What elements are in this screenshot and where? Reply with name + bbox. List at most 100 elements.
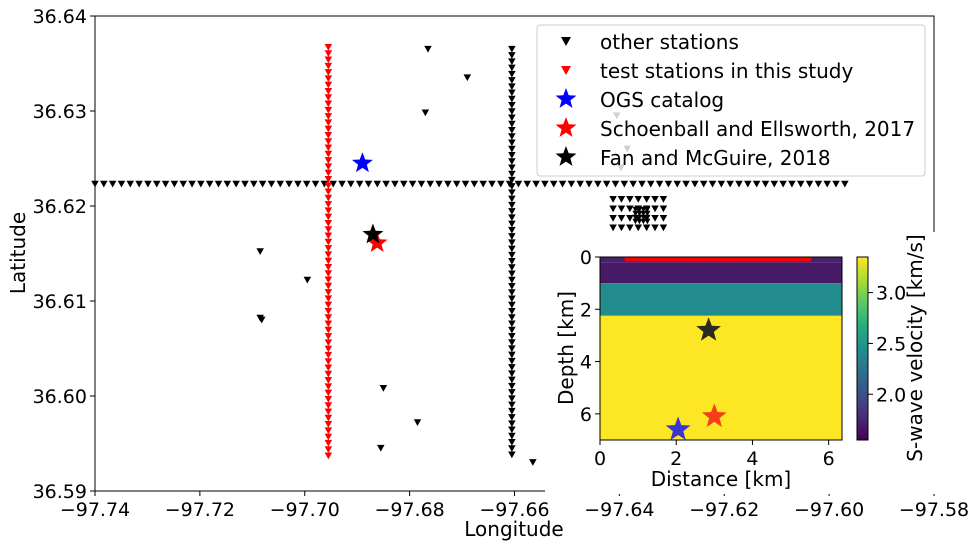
station-marker	[241, 180, 249, 188]
series-1-markers	[324, 43, 333, 460]
legend-marker-fan-mcguire	[555, 146, 577, 166]
station-marker	[609, 195, 617, 203]
station-marker	[529, 459, 537, 466]
station-marker	[488, 180, 496, 188]
x-tick-label: −97.72	[165, 499, 235, 521]
station-marker	[508, 289, 516, 297]
velocity-layer-3	[600, 315, 842, 440]
station-cluster-marker	[636, 218, 643, 225]
inset-station-marker	[806, 257, 813, 263]
station-marker	[508, 301, 516, 309]
x-tick-label: −97.60	[794, 499, 864, 521]
y-axis-label: Latitude	[6, 212, 30, 294]
velocity-layer-1	[600, 262, 842, 284]
legend-label-test-stations: test stations in this study	[600, 59, 853, 83]
station-marker	[508, 251, 516, 259]
station-cluster-marker	[640, 214, 647, 221]
station-marker	[626, 195, 634, 203]
station-marker	[585, 180, 593, 188]
station-marker	[576, 180, 584, 188]
station-marker	[814, 180, 823, 188]
station-marker	[691, 180, 699, 188]
station-marker	[100, 180, 108, 188]
inset-x-tick-label: 4	[746, 448, 758, 470]
station-cluster-marker	[640, 210, 647, 217]
station-marker	[508, 239, 516, 247]
station-marker	[508, 189, 516, 197]
station-marker	[508, 58, 516, 66]
station-marker	[324, 295, 333, 303]
station-marker	[276, 180, 285, 188]
station-marker	[324, 238, 333, 246]
station-marker	[205, 180, 214, 188]
legend-marker-test-stations	[561, 66, 571, 75]
station-marker	[832, 180, 840, 188]
station-marker	[324, 389, 333, 397]
station-marker	[302, 180, 311, 188]
x-tick-label: −97.70	[270, 499, 340, 521]
station-marker	[324, 351, 333, 359]
inset-layers	[600, 257, 842, 440]
station-marker	[324, 207, 333, 215]
station-marker	[797, 180, 805, 188]
inset-x-tick-label: 0	[594, 448, 606, 470]
x-tick-label: −97.64	[584, 499, 654, 521]
colorbar-tick-label: 2.5	[876, 333, 906, 355]
station-marker	[655, 180, 664, 188]
station-marker	[479, 180, 487, 188]
station-marker	[508, 64, 516, 72]
station-marker	[508, 270, 516, 278]
station-marker	[508, 201, 516, 209]
station-marker	[823, 180, 831, 188]
station-cluster-marker	[632, 206, 639, 213]
station-marker	[508, 339, 516, 346]
station-cluster-marker	[636, 214, 643, 221]
station-marker	[223, 180, 232, 188]
station-marker	[508, 233, 516, 240]
y-tick-label: 36.59	[33, 481, 87, 503]
station-marker	[258, 180, 267, 188]
station-marker	[324, 433, 333, 441]
station-marker	[651, 224, 659, 232]
station-marker	[324, 125, 333, 133]
station-marker	[508, 407, 516, 415]
station-marker	[508, 395, 516, 403]
station-cluster-marker	[632, 210, 639, 217]
station-marker	[324, 320, 333, 328]
station-marker	[324, 314, 333, 321]
station-marker	[779, 180, 787, 188]
station-marker	[324, 301, 333, 309]
station-marker	[324, 213, 333, 221]
station-marker	[673, 180, 681, 188]
station-marker	[324, 307, 333, 315]
station-marker	[699, 180, 708, 188]
legend-entry-schoenball: Schoenball and Ellsworth, 2017	[555, 117, 915, 141]
station-marker	[324, 245, 333, 252]
station-marker	[508, 420, 516, 428]
station-marker	[461, 180, 470, 188]
station-marker	[508, 89, 516, 97]
station-marker	[508, 258, 516, 265]
station-marker	[324, 408, 333, 416]
station-marker	[324, 383, 333, 391]
station-marker	[324, 439, 333, 447]
inset-x-tick-label: 6	[823, 448, 835, 470]
station-cluster-marker	[644, 210, 651, 217]
station-marker	[324, 175, 333, 183]
station-marker	[324, 157, 333, 164]
station-marker	[611, 180, 620, 188]
station-marker	[324, 270, 333, 277]
legend-label-schoenball: Schoenball and Ellsworth, 2017	[600, 117, 915, 141]
station-marker	[324, 119, 333, 127]
station-marker	[364, 180, 373, 188]
station-marker	[324, 144, 333, 152]
inset-event-star-0	[696, 317, 721, 341]
station-marker	[258, 316, 266, 324]
station-marker	[417, 180, 426, 188]
station-marker	[508, 139, 516, 147]
station-marker	[651, 195, 659, 203]
station-marker	[609, 224, 617, 232]
station-marker	[324, 50, 333, 58]
station-marker	[508, 133, 516, 140]
